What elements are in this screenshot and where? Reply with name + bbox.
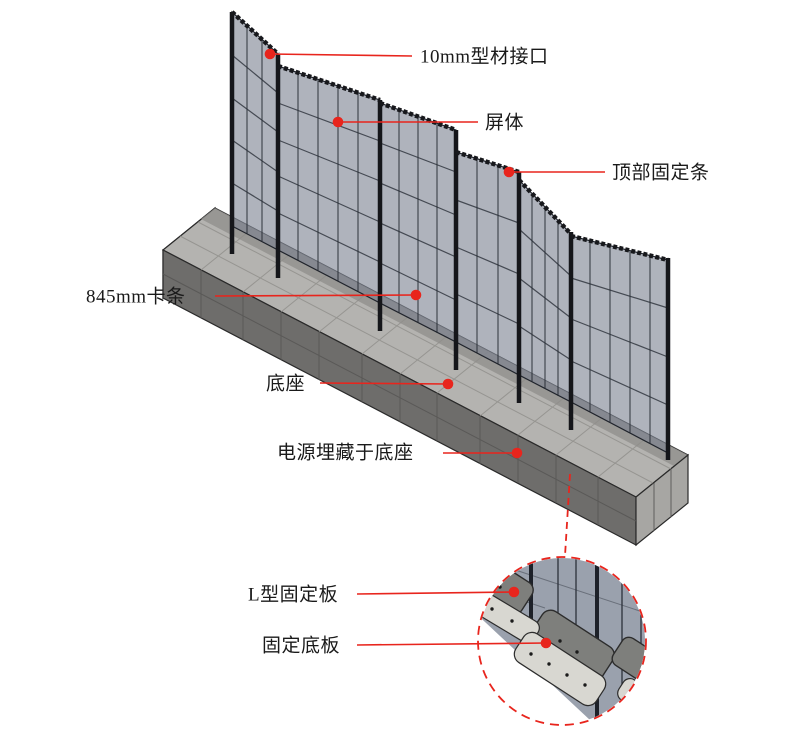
label-profile-joint: 10mm型材接口 <box>420 46 549 68</box>
label-screen-body: 屏体 <box>485 112 525 134</box>
anchor-dot-top-fixing-strip <box>503 166 515 178</box>
label-power-in-base: 电源埋藏于底座 <box>277 442 414 464</box>
anchor-dot-base <box>442 378 454 390</box>
leader-l-plate <box>356 591 515 595</box>
screen-panels <box>229 10 671 460</box>
label-top-fixing-strip: 顶部固定条 <box>612 162 710 184</box>
leader-profile-joint <box>269 53 413 57</box>
panel-grid-horizontal <box>231 54 669 406</box>
leader-clip-strip <box>214 294 417 297</box>
base-right-end <box>635 453 689 547</box>
anchor-dot-profile-joint <box>264 48 276 60</box>
panel-vertical-bars <box>229 12 671 460</box>
annotation-leaders <box>214 48 605 649</box>
label-clip-strip: 845mm卡条 <box>86 286 186 308</box>
label-l-fixing-plate: L型固定板 <box>248 584 339 606</box>
label-base: 底座 <box>266 373 306 395</box>
top-fixing-strips <box>230 10 669 263</box>
base-top-seams <box>179 221 672 484</box>
anchor-dot-power <box>511 447 523 459</box>
anchor-dot-bottom-plate <box>540 637 552 649</box>
anchor-dot-l-plate <box>508 586 520 598</box>
leader-base <box>319 382 449 385</box>
anchor-dot-screen-body <box>332 116 344 128</box>
panel-group-4 <box>455 151 520 376</box>
label-fixing-base-plate: 固定底板 <box>262 635 341 657</box>
detail-connector-dashed-line <box>564 473 571 557</box>
anchor-dot-clip-strip <box>410 289 422 301</box>
base-front-seams <box>162 270 672 531</box>
detail-thin-bars <box>557 558 642 724</box>
detail-circle-border <box>477 556 647 726</box>
leader-bottom-plate <box>356 642 547 646</box>
